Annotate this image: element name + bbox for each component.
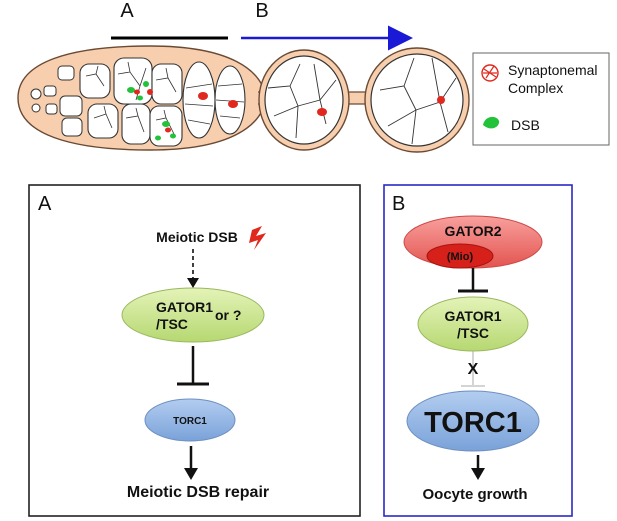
torc1-node-a [144,398,236,442]
lightning-icon [249,226,266,250]
synaptonemal-legend-icon [481,64,499,82]
dsb-markers [127,81,176,141]
gator1-tsc-node-a [121,287,265,343]
mio-node [426,243,494,269]
ovariole [17,45,470,153]
tsc-label-b: /TSC [457,325,489,341]
panel-b-letter: B [392,193,405,215]
mio-label: (Mio) [447,251,474,263]
x-mark: X [468,361,479,378]
stage-a-label: A [120,0,134,22]
torc1-label-b: TORC1 [424,407,522,439]
torc1-label-a: TORC1 [173,416,207,427]
torc1-node-b [406,390,540,452]
panel-a-box [28,184,361,517]
gator1-tsc-node-b [417,296,529,352]
tsc-label-a: /TSC [156,316,188,332]
gator1-label-a: GATOR1 [156,299,213,315]
or-question-label: or ? [215,307,241,323]
meiotic-dsb-label: Meiotic DSB [156,229,238,245]
panel-a-letter: A [38,193,52,215]
legend-synaptonemal-line2: Complex [508,80,563,96]
synaptonemal-markers [134,89,445,133]
dsb-legend-icon [483,116,500,129]
legend-dsb: DSB [511,117,540,133]
oocyte-growth-label: Oocyte growth [422,486,527,503]
gator2-label: GATOR2 [444,223,501,239]
meiotic-dsb-repair-label: Meiotic DSB repair [127,484,269,501]
legend-synaptonemal-line1: Synaptonemal [508,62,598,78]
gator1-label-b: GATOR1 [444,308,501,324]
stage-b-label: B [255,0,268,22]
